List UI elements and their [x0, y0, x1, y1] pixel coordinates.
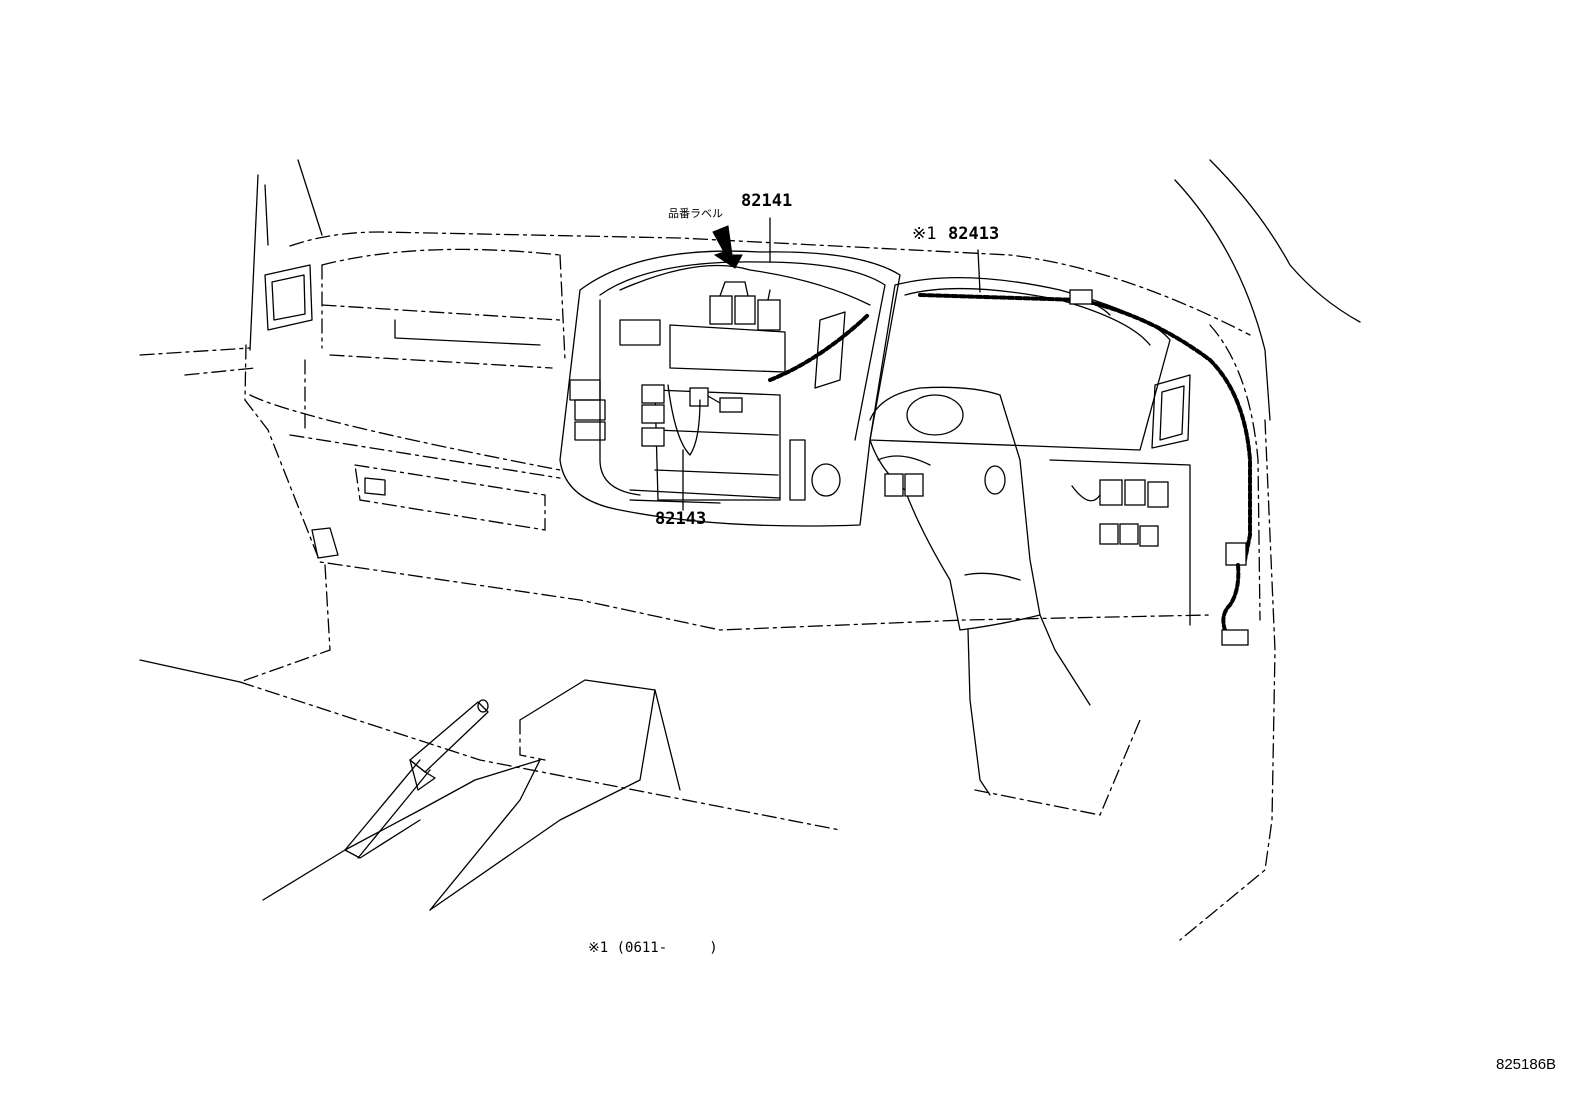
part-number-82143: 82143 — [655, 509, 707, 529]
steering-column — [869, 386, 1141, 816]
japanese-part-label: 品番ラベル — [668, 207, 723, 220]
leader-lines — [682, 217, 981, 511]
parking-brake-lever — [409, 699, 489, 791]
footnote: ※1 (0611- ) — [588, 940, 718, 956]
right-pillar — [1174, 159, 1361, 941]
harness-82413 — [918, 289, 1252, 646]
center-connectors — [641, 281, 781, 456]
part-number-82141: 82141 — [741, 191, 793, 211]
instrument-cluster — [869, 276, 1191, 451]
left-air-vent — [264, 264, 313, 331]
right-switch-panel — [1049, 459, 1191, 626]
glove-box — [311, 464, 546, 559]
floor-tunnel — [139, 564, 841, 911]
harness-82141 — [619, 264, 871, 382]
dashboard-outline — [139, 231, 1261, 631]
part-number-82413-mark: ※1 — [912, 224, 937, 244]
left-dash-panel — [321, 248, 566, 369]
part-number-82413: 82413 — [948, 224, 1000, 244]
label-arrow — [712, 225, 743, 269]
center-console — [559, 250, 901, 527]
drawing-code: 825186B — [1496, 1056, 1557, 1073]
left-a-pillar — [249, 159, 323, 351]
